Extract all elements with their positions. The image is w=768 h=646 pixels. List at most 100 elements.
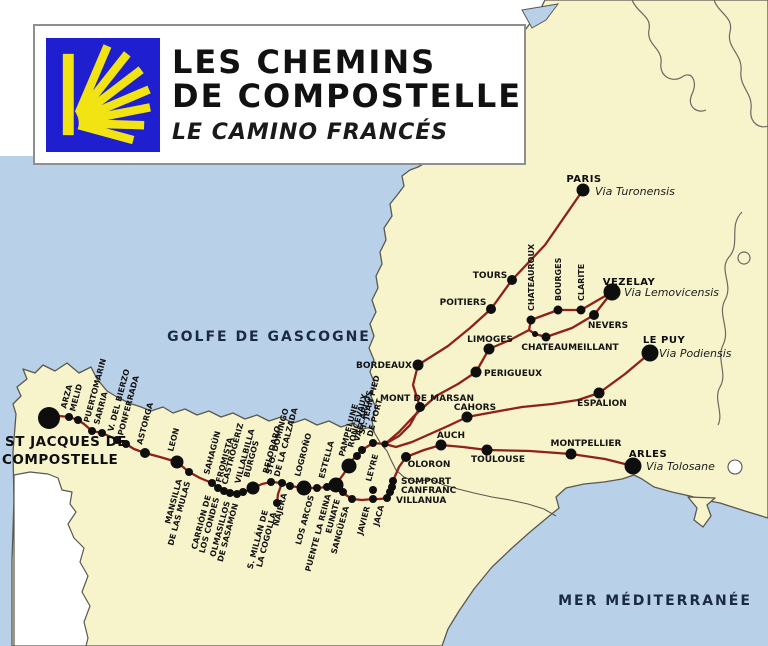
city-label-bordeaux: BORDEAUX (356, 361, 412, 371)
city-dot-najera (286, 482, 294, 490)
city-dot-puente-la-reina (328, 477, 344, 493)
city-dot-melid (74, 416, 82, 424)
label-via-lemovicensis: Via Lemovicensis (624, 286, 719, 299)
label-st-jacques-line1: ST JACQUES DE (5, 434, 127, 450)
city-dot-villanua (386, 488, 394, 496)
city-dot-roncevaux (353, 452, 361, 460)
city-label-tours: TOURS (473, 271, 508, 281)
city-label-arles: ARLES (629, 449, 667, 460)
city-dot-oloron (401, 452, 411, 462)
country-border-2 (716, 211, 743, 426)
city-dot-bourges (553, 305, 563, 315)
label-mer-mediterranee: MER MÉDITERRANÉE (558, 592, 752, 609)
city-dot-belodaro (267, 478, 275, 486)
title-line-2: DE COMPOSTELLE (172, 76, 523, 115)
city-dot-mansilla (185, 468, 193, 476)
shell-rays (74, 43, 151, 144)
label-golfe-de-gascogne: GOLFE DE GASCOGNE (167, 329, 371, 345)
city-dot-junction (381, 440, 389, 448)
city-label-cahors: CAHORS (454, 403, 496, 413)
city-dot-los-arcos (313, 484, 321, 492)
city-dot-chateaumeillant (541, 332, 551, 342)
city-dot-chateauroux (526, 315, 536, 325)
label-via-tolosane: Via Tolosane (646, 460, 715, 473)
city-dot-sarria (98, 429, 106, 437)
country-border-0 (631, 0, 707, 112)
country-border-1 (713, 0, 768, 128)
city-dot-auch (435, 439, 447, 451)
city-dot-pampelune (341, 458, 357, 474)
city-dot-arza (65, 413, 73, 421)
city-dot-montpellier (565, 448, 577, 460)
city-dot-v-del-bierzo (113, 436, 121, 444)
city-label-mont-de-marsan: MONT DE MARSAN (380, 394, 474, 404)
city-dot-poitiers (486, 304, 496, 314)
city-dot-valcarlos (358, 446, 366, 454)
city-dot-chateaumeillant-2 (532, 331, 538, 337)
city-label-canfranc: CANFRANC (401, 486, 457, 496)
city-dot-s-millan (273, 499, 281, 507)
city-dot-bordeaux (412, 359, 424, 371)
city-label-vezelay: VEZELAY (603, 277, 656, 288)
channel-inlet (521, 3, 560, 29)
city-dot-estella (323, 483, 331, 491)
city-dot-carrion (214, 484, 222, 492)
city-dot-limoges (483, 343, 495, 355)
city-dot-tours (507, 275, 517, 285)
city-label-le-puy: LE PUY (643, 335, 686, 346)
city-dot-perigueux (470, 366, 482, 378)
etang-lagoon (727, 459, 743, 475)
city-label-chateaumeillant: CHATEAUMEILLANT (521, 343, 619, 353)
label-via-podiensis: Via Podiensis (659, 347, 732, 360)
city-dot-leyre (369, 486, 377, 494)
city-dot-javier (369, 495, 377, 503)
route-via-lemovicensis-bourges (529, 290, 614, 322)
route-via-turonensis (383, 188, 585, 446)
title-text: LES CHEMINS DE COMPOSTELLE LE CAMINO FRA… (172, 45, 522, 145)
city-dot-st-jacques-de-compostelle (38, 407, 60, 429)
city-label-paris: PARIS (566, 174, 601, 185)
title-box: LES CHEMINS DE COMPOSTELLE LE CAMINO FRA… (33, 24, 526, 165)
city-dot-logrono (296, 480, 312, 496)
city-label-chateauroux: CHATEAUROUX (527, 243, 536, 311)
city-dot-jaca (383, 494, 391, 502)
scallop-shell-icon (46, 37, 160, 152)
city-dot-mont-de-marsan (415, 402, 425, 412)
city-label-villanua: VILLANUA (396, 496, 446, 506)
shell-bar (62, 53, 74, 135)
city-dot-burgos (246, 481, 260, 495)
city-label-somport: SOMPORT (401, 477, 452, 487)
title-line-1: LES CHEMINS (172, 42, 437, 81)
city-dot-toulouse (481, 444, 493, 456)
city-label-oloron: OLORON (408, 460, 451, 470)
city-dot-cahors (461, 411, 473, 423)
city-label-toulouse: TOULOUSE (471, 455, 525, 465)
city-dot-le-puy (641, 344, 659, 362)
city-label-montpellier: MONTPELLIER (551, 439, 622, 449)
city-label-clarite: CLARITE (577, 264, 586, 301)
city-label-auch: AUCH (437, 431, 465, 441)
city-dot-vezelay (603, 283, 621, 301)
city-dot-sanguesa (348, 495, 356, 503)
rhone-delta (687, 496, 716, 528)
city-label-perigueux: PERIGUEUX (484, 369, 542, 379)
label-st-jacques-line2: COMPOSTELLE (2, 452, 118, 468)
city-dot-astorga (140, 448, 150, 458)
city-dot-nevers (589, 310, 599, 320)
city-label-poitiers: POITIERS (440, 298, 487, 308)
landmass-france-spain (11, 0, 768, 646)
city-dot-olmasillos (233, 490, 241, 498)
city-label-bourges: BOURGES (554, 257, 563, 301)
city-dot-ponferrada (122, 440, 130, 448)
label-via-turonensis: Via Turonensis (595, 185, 675, 198)
portugal-region (13, 471, 91, 646)
title-line-3: LE CAMINO FRANCÉS (172, 119, 449, 145)
city-dot-sahagun (208, 479, 216, 487)
city-dot-somport (389, 477, 397, 485)
city-dot-puertomarin (88, 427, 96, 435)
city-dot-espalion (593, 387, 605, 399)
city-label-limoges: LIMOGES (467, 335, 513, 345)
city-dot-leon (170, 455, 184, 469)
